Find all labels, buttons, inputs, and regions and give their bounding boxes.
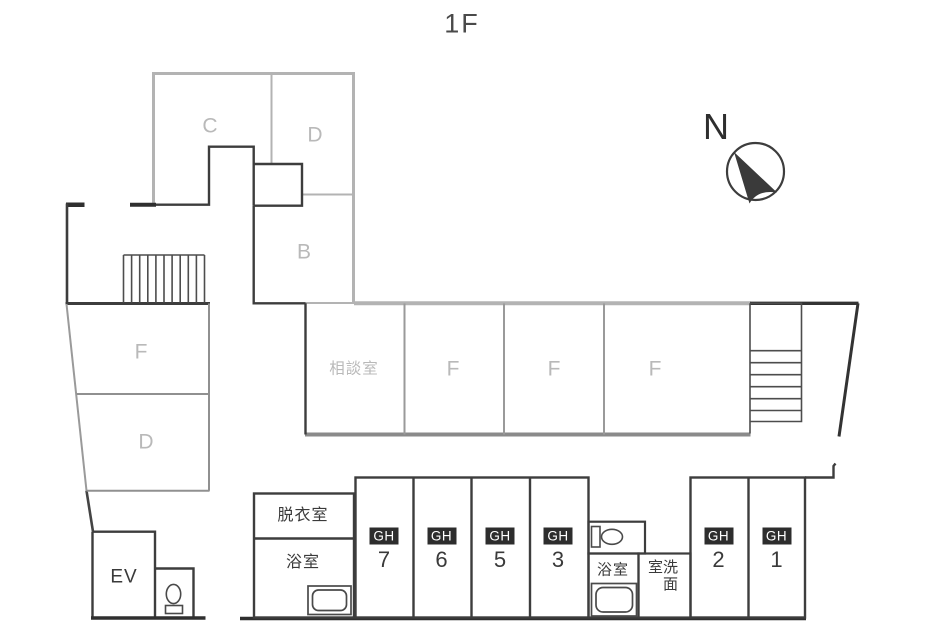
floor-title: 1F — [444, 8, 480, 39]
toilet-icon — [590, 525, 624, 548]
stairs-east-icon — [749, 302, 803, 434]
room-label-f2: F — [547, 357, 561, 381]
room-label-f1: F — [446, 357, 460, 381]
annex-dark-walls — [130, 145, 307, 435]
elevator-walls — [91, 530, 195, 618]
middle-room-dividers — [403, 303, 605, 435]
room-label-c: C — [202, 114, 218, 138]
gh-east-block-walls — [689, 462, 837, 619]
stairs-west-icon — [122, 254, 206, 303]
gh-number: 7 — [377, 547, 391, 572]
west-outer-wall — [65, 202, 210, 532]
east-outer-wall — [750, 301, 860, 437]
room-label-bath-west: 浴室 — [285, 554, 321, 571]
gh-badge: GH — [543, 527, 573, 544]
compass-icon — [725, 141, 786, 204]
room-label-b: B — [296, 240, 312, 264]
room-label-d-west: D — [138, 430, 154, 454]
room-label-washroom: 洗面室 — [646, 559, 678, 593]
room-label-d-annex: D — [307, 123, 323, 147]
bathtub-icon — [590, 582, 638, 617]
gh-number: 6 — [435, 547, 448, 572]
room-label-soudanshitsu: 相談室 — [329, 360, 379, 378]
gh-badge: GH — [704, 527, 733, 544]
annex-walls — [152, 72, 355, 304]
room-label-f3: F — [648, 357, 662, 381]
gh-badge: GH — [427, 527, 456, 544]
room-label-f-west: F — [134, 340, 148, 364]
bathtub-icon — [307, 585, 352, 616]
room-label-bath-east: 浴室 — [596, 561, 630, 579]
dressing-bath-walls — [252, 492, 356, 619]
gh-number: 5 — [493, 547, 507, 572]
room-label-dressing: 脱衣室 — [277, 507, 329, 524]
room-label-ev: EV — [110, 566, 138, 588]
toilet-icon — [164, 583, 184, 615]
gh-number: 2 — [712, 547, 725, 572]
west-block-walls — [76, 303, 210, 492]
compass-n-label: N — [703, 106, 729, 147]
gh-badge: GH — [485, 527, 515, 544]
gh-number: 3 — [551, 547, 565, 572]
gh-number: 1 — [770, 547, 783, 572]
gh-badge: GH — [762, 527, 791, 544]
gh-badge: GH — [369, 527, 399, 544]
